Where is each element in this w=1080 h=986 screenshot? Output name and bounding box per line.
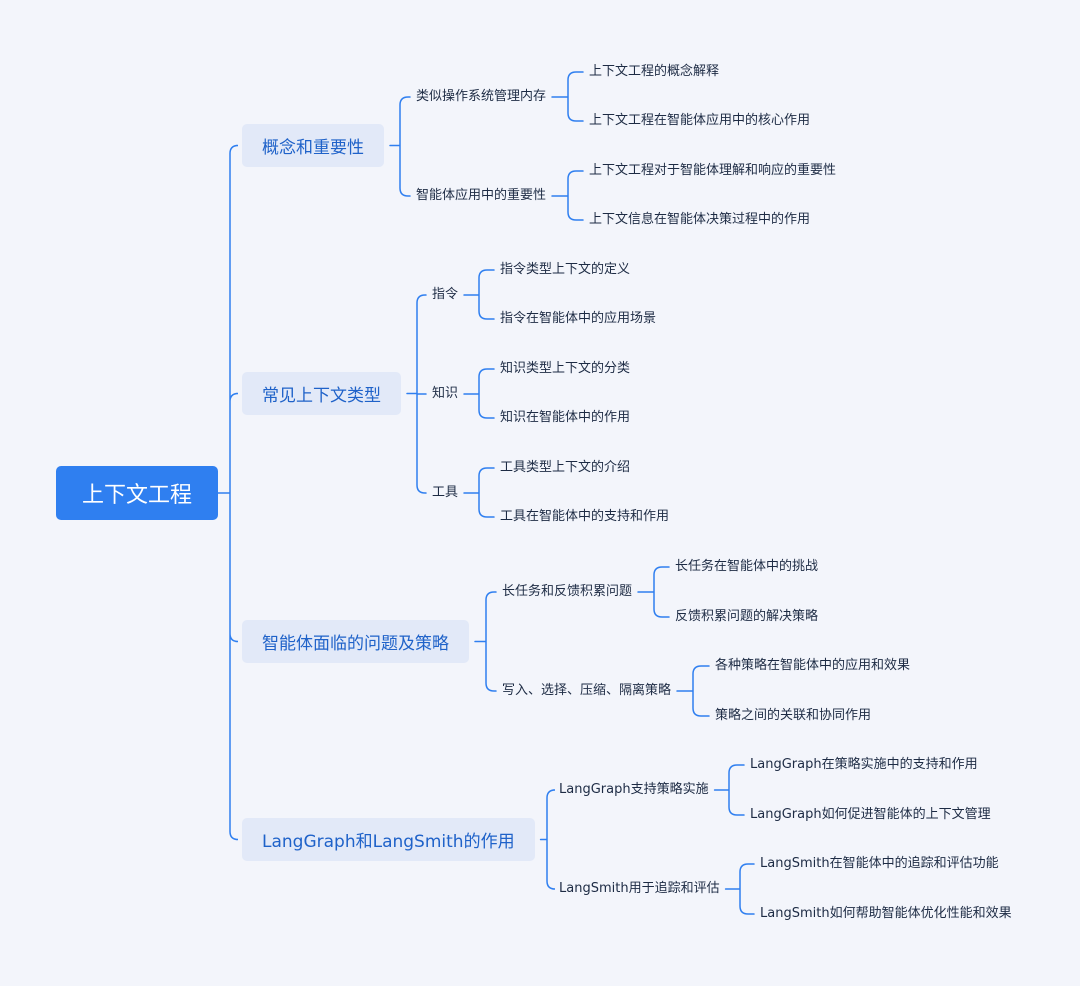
leaf-understanding-importance[interactable]: 上下文工程对于智能体理解和响应的重要性 (589, 163, 837, 178)
connector-subtopic-strategies (676, 665, 710, 717)
connector-branch-agent-problems (474, 591, 497, 692)
leaf-long-task-challenges[interactable]: 长任务在智能体中的挑战 (675, 559, 819, 574)
leaf-strategy-synergy[interactable]: 策略之间的关联和协同作用 (715, 708, 872, 723)
connector-branch-context-types (406, 294, 427, 494)
connector-subtopic-knowledge (463, 368, 495, 419)
connector-root-node (217, 144, 239, 841)
connector-subtopic-instruction (463, 269, 495, 320)
branch-agent-problems[interactable]: 智能体面临的问题及策略 (242, 620, 469, 663)
branch-concept-importance[interactable]: 概念和重要性 (242, 124, 384, 167)
connector-subtopic-langsmith (724, 863, 755, 915)
subtopic-tools[interactable]: 工具 (432, 485, 459, 500)
leaf-concept-explanation[interactable]: 上下文工程的概念解释 (589, 64, 720, 79)
subtopic-instruction[interactable]: 指令 (432, 287, 459, 302)
leaf-langsmith-tracking[interactable]: LangSmith在智能体中的追踪和评估功能 (760, 856, 999, 871)
subtopic-strategies[interactable]: 写入、选择、压缩、隔离策略 (502, 683, 672, 698)
connector-branch-concept-importance (389, 96, 411, 197)
subtopic-langgraph[interactable]: LangGraph支持策略实施 (559, 782, 709, 797)
connector-subtopic-agent-importance (551, 170, 584, 221)
subtopic-langsmith[interactable]: LangSmith用于追踪和评估 (559, 881, 720, 896)
subtopic-os-memory[interactable]: 类似操作系统管理内存 (416, 89, 547, 104)
branch-langgraph-langsmith[interactable]: LangGraph和LangSmith的作用 (242, 818, 535, 861)
subtopic-knowledge[interactable]: 知识 (432, 386, 459, 401)
root-node[interactable]: 上下文工程 (56, 466, 218, 520)
leaf-decision-role[interactable]: 上下文信息在智能体决策过程中的作用 (589, 212, 811, 227)
connector-subtopic-long-tasks (637, 566, 670, 618)
leaf-langgraph-context[interactable]: LangGraph如何促进智能体的上下文管理 (750, 807, 991, 822)
connector-subtopic-os-memory (551, 71, 584, 122)
leaf-langsmith-optimize[interactable]: LangSmith如何帮助智能体优化性能和效果 (760, 906, 1012, 921)
leaf-instruction-definition[interactable]: 指令类型上下文的定义 (500, 262, 631, 277)
connector-subtopic-langgraph (713, 764, 745, 816)
leaf-knowledge-classification[interactable]: 知识类型上下文的分类 (500, 361, 631, 376)
branch-context-types[interactable]: 常见上下文类型 (242, 372, 401, 415)
leaf-langgraph-support[interactable]: LangGraph在策略实施中的支持和作用 (750, 757, 978, 772)
connector-branch-langgraph-langsmith (539, 789, 556, 890)
leaf-knowledge-role[interactable]: 知识在智能体中的作用 (500, 410, 631, 425)
leaf-feedback-solutions[interactable]: 反馈积累问题的解决策略 (675, 609, 819, 624)
leaf-strategy-effects[interactable]: 各种策略在智能体中的应用和效果 (715, 658, 911, 673)
leaf-tools-intro[interactable]: 工具类型上下文的介绍 (500, 460, 631, 475)
leaf-tools-support[interactable]: 工具在智能体中的支持和作用 (500, 509, 670, 524)
leaf-core-role[interactable]: 上下文工程在智能体应用中的核心作用 (589, 113, 811, 128)
connector-subtopic-tools (463, 467, 495, 518)
subtopic-agent-importance[interactable]: 智能体应用中的重要性 (416, 188, 547, 203)
subtopic-long-tasks[interactable]: 长任务和反馈积累问题 (502, 584, 633, 599)
leaf-instruction-scenarios[interactable]: 指令在智能体中的应用场景 (500, 311, 657, 326)
